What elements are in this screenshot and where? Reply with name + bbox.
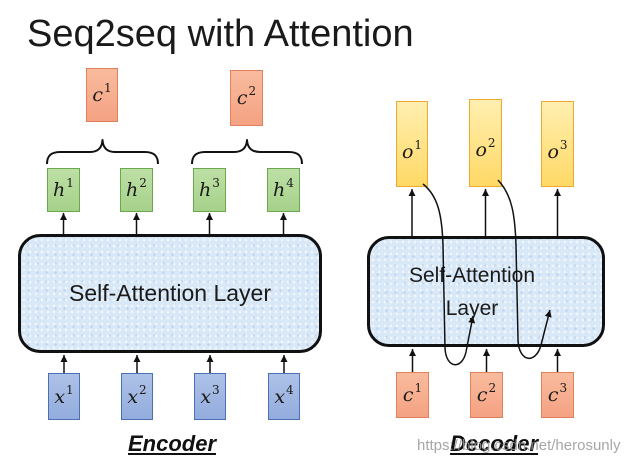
- context-symbol: c1: [92, 82, 111, 106]
- context-symbol: c2: [236, 85, 256, 109]
- symbol-base: o: [475, 139, 487, 161]
- symbol-base: h: [53, 179, 66, 201]
- symbol-base: c: [547, 384, 559, 406]
- encoder-self-attention-layer: Self-Attention Layer: [18, 234, 322, 353]
- encoder-input-box-3: x3: [194, 373, 226, 420]
- decoder-self-attention-layer: Self-Attention Layer: [367, 236, 605, 347]
- hidden-symbol: h1: [53, 177, 74, 201]
- symbol-base: c: [476, 384, 488, 406]
- output-symbol: o1: [401, 139, 422, 163]
- encoder-brace-2: [191, 139, 303, 165]
- symbol-superscript: 3: [212, 176, 220, 190]
- symbol-superscript: 4: [286, 382, 294, 397]
- encoder-hidden-box-2: h2: [120, 168, 153, 212]
- input-symbol: x4: [274, 384, 293, 408]
- decoder-output-box-2: o2: [469, 99, 502, 187]
- input-symbol: x1: [54, 384, 73, 408]
- symbol-base: c: [402, 384, 414, 406]
- encoder-layer-label: Self-Attention Layer: [68, 280, 271, 306]
- decoder-output-box-3: o3: [541, 101, 574, 187]
- output-symbol: o2: [475, 137, 495, 161]
- hidden-symbol: h3: [199, 177, 220, 201]
- encoder-hidden-box-3: h3: [193, 168, 226, 212]
- symbol-superscript: 2: [139, 176, 147, 190]
- symbol-superscript: 2: [139, 382, 147, 397]
- symbol-superscript: 2: [248, 84, 257, 98]
- decoder-input-box-2: c2: [470, 372, 503, 418]
- encoder-context-box-1: c1: [86, 68, 118, 122]
- symbol-base: c: [236, 87, 248, 109]
- decoder-layer-label-line-1: Self-Attention: [408, 263, 536, 287]
- symbol-superscript: 4: [286, 176, 294, 190]
- symbol-base: o: [401, 141, 414, 163]
- input-symbol: x3: [200, 384, 219, 408]
- encoder-label: Encoder: [127, 431, 217, 456]
- decoder-output-box-1: o1: [396, 101, 428, 187]
- encoder-hidden-box-1: h1: [47, 168, 80, 212]
- encoder-input-box-1: x1: [48, 373, 80, 420]
- encoder-hidden-box-4: h4: [267, 168, 300, 212]
- symbol-base: h: [126, 179, 139, 201]
- symbol-base: c: [92, 84, 103, 106]
- symbol-base: h: [273, 179, 286, 201]
- decoder-label: Decoder: [449, 431, 539, 456]
- symbol-superscript: 3: [559, 138, 568, 152]
- decoder-input-symbol: c3: [547, 382, 567, 406]
- symbol-superscript: 1: [66, 176, 74, 190]
- decoder-input-box-3: c3: [541, 372, 574, 418]
- symbol-base: o: [547, 141, 559, 163]
- hidden-symbol: h2: [126, 177, 147, 201]
- symbol-superscript: 2: [487, 136, 496, 150]
- symbol-superscript: 2: [488, 381, 497, 395]
- symbol-superscript: 1: [414, 381, 423, 395]
- hidden-symbol: h4: [273, 177, 294, 201]
- symbol-superscript: 3: [559, 381, 568, 395]
- symbol-superscript: 3: [212, 382, 220, 397]
- encoder-input-box-4: x4: [268, 373, 300, 420]
- symbol-base: x: [54, 385, 66, 408]
- symbol-base: x: [127, 385, 139, 408]
- symbol-superscript: 1: [104, 81, 112, 95]
- symbol-base: h: [199, 179, 212, 201]
- encoder-context-box-2: c2: [230, 70, 263, 126]
- symbol-superscript: 1: [66, 382, 74, 397]
- symbol-base: x: [274, 385, 286, 408]
- input-symbol: x2: [127, 384, 146, 408]
- decoder-input-box-1: c1: [396, 372, 429, 418]
- watermark: https://blog.csdn.net/herosunly: [417, 437, 621, 454]
- encoder-input-box-2: x2: [121, 373, 153, 420]
- decoder-input-symbol: c2: [476, 382, 496, 406]
- encoder-brace-1: [46, 139, 159, 165]
- output-symbol: o3: [547, 139, 567, 163]
- decoder-layer-label-line-2: Layer: [445, 296, 499, 320]
- symbol-base: x: [200, 385, 212, 408]
- symbol-superscript: 1: [414, 138, 423, 152]
- slide-title: Seq2seq with Attention: [27, 13, 414, 55]
- decoder-input-symbol: c1: [402, 382, 422, 406]
